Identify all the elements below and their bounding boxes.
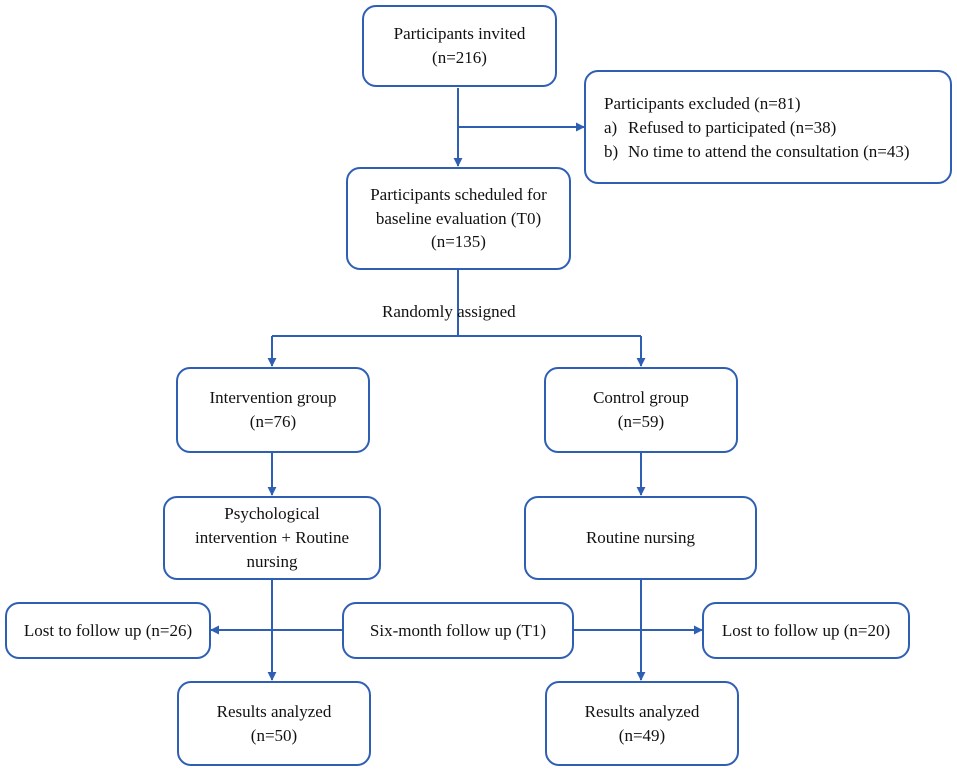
node-psychological-intervention: Psychological intervention + Routine nur… — [163, 496, 381, 580]
node-participants-excluded: Participants excluded (n=81) a)Refused t… — [584, 70, 952, 184]
psych-line3: nursing — [246, 551, 298, 571]
invited-count: (n=216) — [432, 48, 487, 67]
results-right-count: (n=49) — [618, 725, 666, 745]
invited-label: Participants invited — [393, 24, 526, 44]
excluded-item-a: a)Refused to participated (n=38) — [604, 117, 837, 137]
scheduled-line1: Participants scheduled for — [370, 184, 547, 204]
node-lost-right: Lost to follow up (n=20) — [702, 602, 910, 659]
node-participants-scheduled: Participants scheduled for baseline eval… — [346, 167, 571, 270]
intervention-label: Intervention group — [209, 388, 337, 408]
scheduled-count: (n=135) — [431, 232, 486, 252]
excluded-title: Participants excluded (n=81) — [604, 94, 801, 113]
results-left-label: Results analyzed — [216, 701, 332, 721]
excluded-item-b: b)No time to attend the consultation (n=… — [604, 141, 910, 161]
routine-label: Routine nursing — [585, 528, 696, 548]
node-routine-nursing: Routine nursing — [524, 496, 757, 580]
node-lost-left: Lost to follow up (n=26) — [5, 602, 211, 659]
control-label: Control group — [593, 388, 689, 408]
intervention-count: (n=76) — [249, 412, 297, 431]
results-left-count: (n=50) — [250, 725, 298, 745]
node-results-left: Results analyzed (n=50) — [177, 681, 371, 766]
edge-label-randomly-assigned: Randomly assigned — [382, 302, 516, 321]
scheduled-line2: baseline evaluation (T0) — [375, 208, 542, 228]
control-count: (n=59) — [617, 412, 665, 431]
node-results-right: Results analyzed (n=49) — [545, 681, 739, 766]
lost-left-label: Lost to follow up (n=26) — [23, 620, 193, 640]
node-intervention-group: Intervention group (n=76) — [176, 367, 370, 453]
lost-right-label: Lost to follow up (n=20) — [721, 620, 891, 640]
followup-label: Six-month follow up (T1) — [369, 620, 547, 640]
psych-line2: intervention + Routine — [194, 528, 350, 548]
node-six-month-followup: Six-month follow up (T1) — [342, 602, 574, 659]
node-control-group: Control group (n=59) — [544, 367, 738, 453]
node-participants-invited: Participants invited (n=216) — [362, 5, 557, 87]
psych-line1: Psychological — [224, 504, 320, 524]
results-right-label: Results analyzed — [584, 701, 700, 721]
